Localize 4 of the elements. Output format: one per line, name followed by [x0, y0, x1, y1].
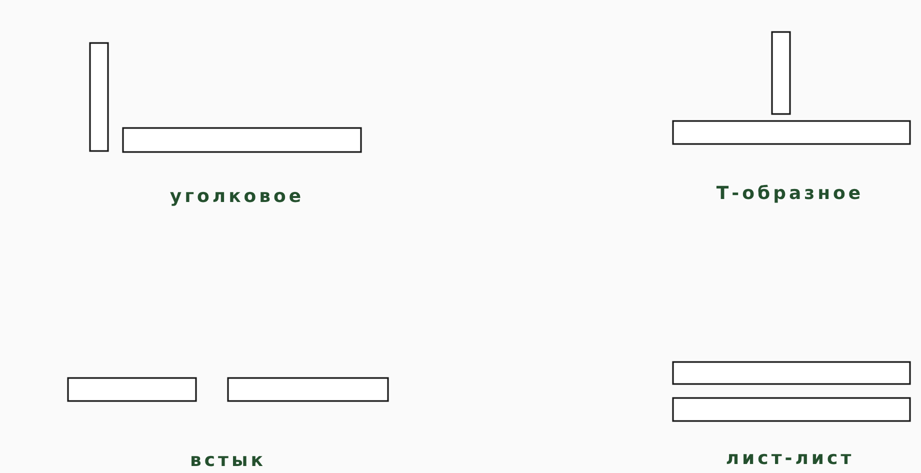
joint-type-label: Т-образное	[716, 183, 864, 204]
joint-type-label: встык	[190, 450, 266, 471]
joint-type-label: лист-лист	[726, 448, 854, 469]
joint-type-label: уголковое	[170, 186, 304, 207]
